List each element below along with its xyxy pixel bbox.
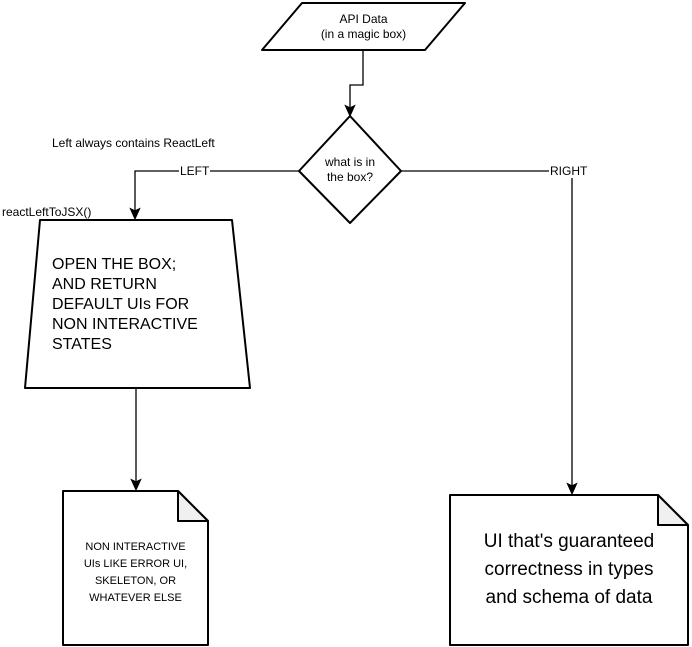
non-interactive-note-fold bbox=[177, 490, 209, 522]
arrowhead-into-non-interactive-note bbox=[130, 478, 142, 492]
non-interactive-note-label: NON INTERACTIVE UIs LIKE ERROR UI, SKELE… bbox=[83, 541, 188, 604]
edge-api-to-decision[interactable] bbox=[349, 50, 364, 108]
edge-decision-left[interactable] bbox=[134, 170, 299, 211]
arrowhead-into-trapezoid bbox=[129, 207, 141, 221]
guaranteed-note-label: UI that's guaranteed correctness in type… bbox=[483, 531, 655, 608]
edge-label-right: RIGHT bbox=[549, 164, 589, 178]
guaranteed-note-fold bbox=[657, 494, 689, 526]
api-data-parallelogram[interactable] bbox=[261, 2, 466, 51]
arrowhead-into-decision bbox=[344, 104, 356, 118]
guaranteed-note-shape[interactable] bbox=[449, 494, 689, 646]
decision-diamond[interactable] bbox=[298, 115, 402, 224]
annotation-react-left-to-jsx[interactable]: reactLeftToJSX() bbox=[2, 205, 92, 219]
api-data-label: API Data (in a magic box) bbox=[320, 11, 407, 41]
edge-decision-right[interactable] bbox=[401, 170, 573, 486]
open-box-trapezoid[interactable] bbox=[24, 219, 251, 389]
arrowhead-into-guaranteed-note bbox=[566, 482, 578, 496]
decision-label: what is in the box? bbox=[324, 154, 376, 184]
annotation-left-contains[interactable]: Left always contains ReactLeft bbox=[52, 136, 215, 150]
open-box-label: OPEN THE BOX; AND RETURN DEFAULT UIs FOR… bbox=[52, 256, 198, 353]
edge-label-left: LEFT bbox=[179, 164, 211, 178]
non-interactive-note-shape[interactable] bbox=[62, 490, 209, 646]
